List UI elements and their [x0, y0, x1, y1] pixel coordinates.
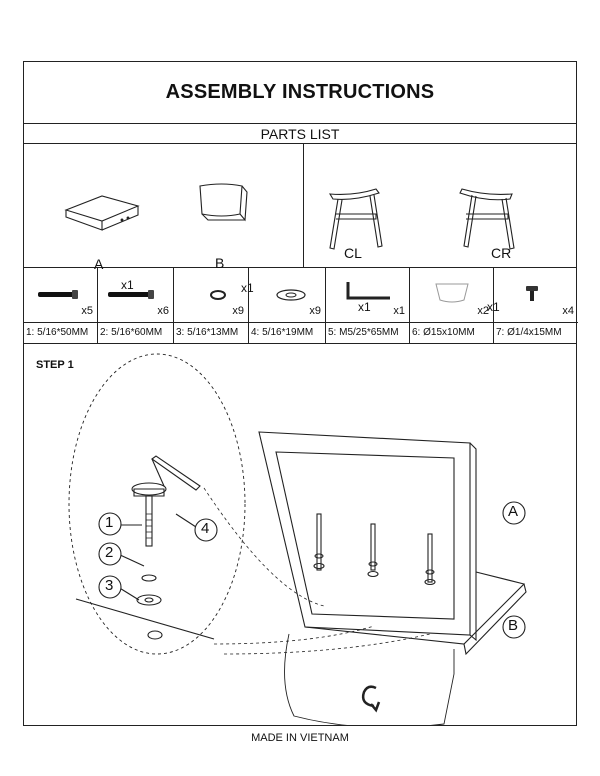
hardware-item: x2 6: Ø15x10MM [410, 268, 494, 343]
part-a-letter: A [94, 256, 104, 272]
step1-diagram [68, 353, 527, 726]
hardware-item: x6 2: 5/16*60MM [98, 268, 174, 343]
callout-b [502, 615, 526, 639]
part-b-qty: x1 [241, 281, 254, 295]
parts-list-heading: PARTS LIST [24, 124, 576, 144]
allen-key-icon [346, 282, 390, 300]
part-cl-qty: x1 [358, 300, 371, 314]
parts-panel: A x1 B x1 CL x1 CR x1 [24, 144, 576, 314]
instruction-sheet: ASSEMBLY INSTRUCTIONS PARTS LIST [23, 61, 578, 726]
callout-2-label: 2 [105, 544, 114, 561]
long-bolt-icon [108, 290, 154, 299]
step-heading: STEP 1 [36, 359, 74, 371]
right-leg-frame-illustration [459, 188, 515, 250]
back-bolts [313, 513, 436, 586]
footer-made-in: MADE IN VIETNAM [251, 732, 349, 744]
parts-illustrations [64, 183, 515, 250]
spring-washer-icon [210, 290, 226, 300]
back-part-illustration [199, 183, 248, 222]
callout-4-label: 4 [201, 520, 210, 537]
hardware-item: x5 1: 5/16*50MM [24, 268, 98, 343]
chair-back-illustration [258, 431, 471, 636]
callout-4 [194, 518, 218, 542]
detail-zoom-circle [68, 353, 246, 655]
hardware-item: x9 4: 5/16*19MM [249, 268, 326, 343]
part-a-qty: x1 [121, 278, 134, 292]
callout-a-label: A [508, 503, 519, 520]
hole-icon [147, 630, 163, 640]
part-cl-letter: CL [344, 245, 362, 261]
callout-2 [98, 542, 122, 566]
hardware-table: x5 1: 5/16*50MM x6 2: 5/16*60MM x9 3: 5/… [24, 268, 578, 344]
left-leg-frame-illustration [328, 188, 383, 250]
seat-part-illustration [64, 195, 140, 231]
flat-washer-icon [276, 289, 306, 301]
page-title: ASSEMBLY INSTRUCTIONS [24, 62, 576, 124]
callout-1 [98, 512, 122, 536]
callout-5 [502, 501, 526, 525]
hardware-item: x4 7: Ø1/4x15MM [494, 268, 578, 343]
seat-edge-line [75, 598, 215, 640]
floor-glide-icon [435, 283, 469, 303]
long-bolt-icon [38, 290, 78, 299]
hardware-item: x1 5: M5/25*65MM [326, 268, 410, 343]
part-cr-letter: CR [491, 245, 512, 261]
hardware-item: x9 3: 5/16*13MM [174, 268, 249, 343]
leveler-bolt-icon [526, 286, 538, 301]
callout-b-label: B [508, 617, 519, 634]
part-b-letter: B [215, 255, 225, 271]
parts-divider [303, 144, 304, 267]
callout-3-label: 3 [105, 577, 114, 594]
callout-3 [98, 575, 122, 599]
callout-1-label: 1 [105, 514, 114, 531]
